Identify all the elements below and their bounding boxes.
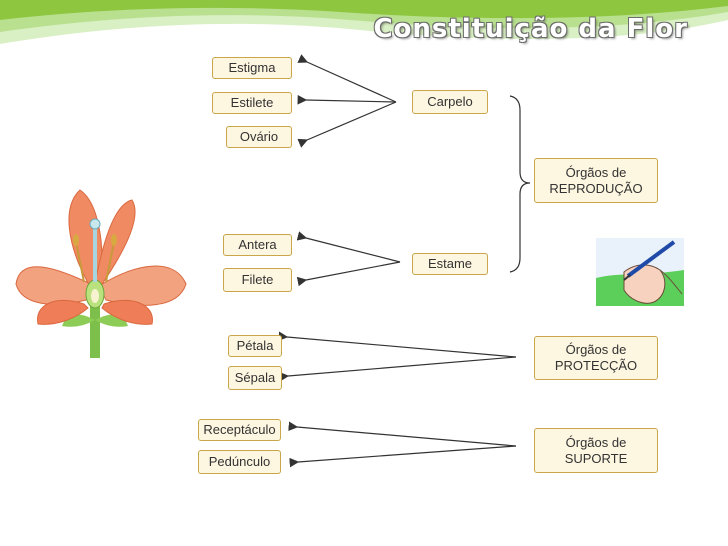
label-estilete: Estilete	[212, 92, 292, 114]
reproducao-brace	[509, 95, 531, 273]
label-pedunculo: Pedúnculo	[198, 450, 281, 474]
label-orgaos-reproducao: Órgãos de REPRODUÇÃO	[534, 158, 658, 203]
flower-illustration	[15, 189, 187, 358]
label-orgaos-suporte: Órgãos de SUPORTE	[534, 428, 658, 473]
label-estigma: Estigma	[212, 57, 292, 79]
writing-hand-icon	[596, 238, 684, 306]
label-receptaculo: Receptáculo	[198, 419, 281, 441]
label-antera: Antera	[223, 234, 292, 256]
label-sepala: Sépala	[228, 366, 282, 390]
arrow-suporte-pedunculo	[289, 445, 517, 468]
header-wave	[0, 0, 728, 44]
page-title: Constituição da Flor	[373, 14, 688, 44]
arrow-estame-filete	[296, 261, 401, 287]
label-estame: Estame	[412, 253, 488, 275]
arrow-suporte-receptaculo	[288, 421, 517, 447]
label-petala: Pétala	[228, 335, 282, 357]
arrow-carpelo-estilete	[297, 95, 397, 105]
arrow-proteccao-sepala	[279, 356, 517, 382]
arrow-estame-antera	[296, 231, 401, 263]
label-orgaos-proteccao: Órgãos de PROTECÇÃO	[534, 336, 658, 380]
arrow-carpelo-estigma	[297, 54, 397, 103]
arrow-carpelo-ovario	[297, 101, 397, 148]
label-filete: Filete	[223, 268, 292, 292]
label-carpelo: Carpelo	[412, 90, 488, 114]
label-ovario: Ovário	[226, 126, 292, 148]
arrow-proteccao-petala	[278, 331, 517, 358]
